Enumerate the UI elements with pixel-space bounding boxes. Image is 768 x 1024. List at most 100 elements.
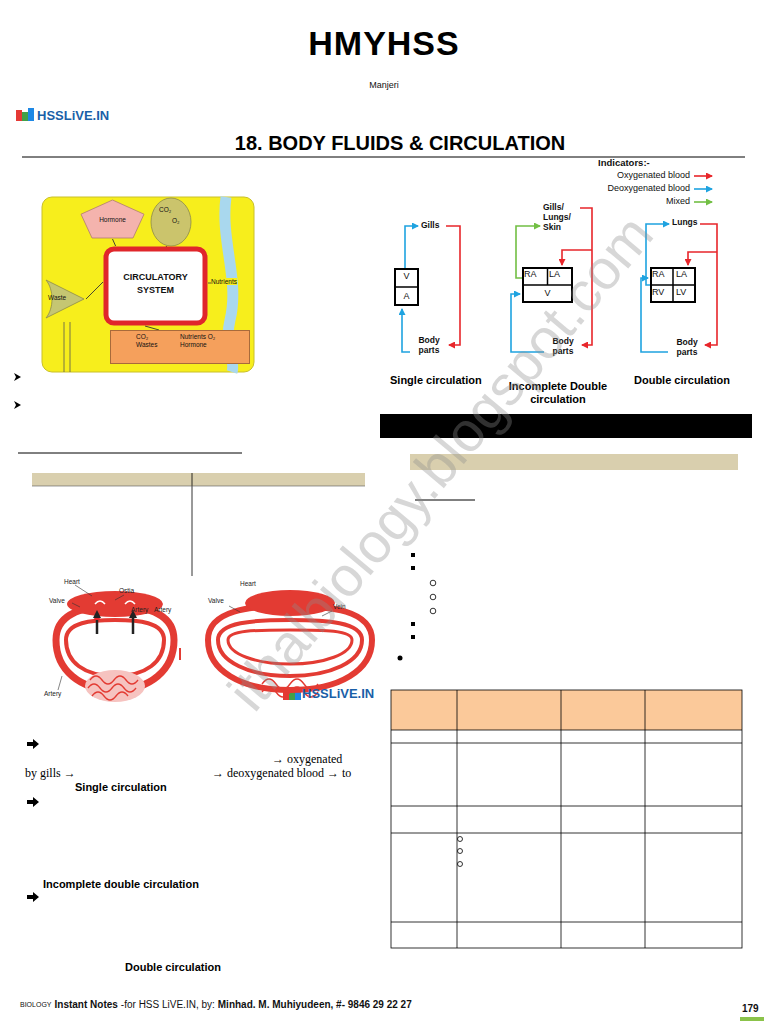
system-box: CIRCULATORY SYSTEM [103, 246, 208, 326]
part-label: Heart [240, 580, 256, 587]
incomplete-circulation-arrows-part [516, 226, 540, 278]
open-circulation-figure-part [66, 620, 164, 676]
open-circulation-figure [56, 585, 174, 702]
logo-icon-part [22, 112, 28, 121]
list-bullets-part [411, 553, 415, 557]
shape-part [672, 268, 674, 302]
node-text: Waste [48, 294, 66, 301]
page-title: HMYHSS [0, 24, 768, 63]
table-grid-part [457, 690, 458, 948]
node-text: Hormone [80, 216, 145, 223]
table-grid-part [391, 730, 742, 731]
list-circles-part [458, 837, 463, 842]
legend-heading: Indicators:- [598, 157, 650, 168]
list-circles-part [430, 580, 436, 586]
footer-text: Instant Notes [55, 999, 118, 1010]
footer-text: Minhad. M. Muhiyudeen, #- 9846 29 22 27 [218, 999, 412, 1010]
point-arrows-part [27, 739, 39, 749]
exchange-box: CO₂ WastesNutrients O₂ Hormone [110, 330, 250, 364]
place-name: Manjeri [0, 80, 768, 90]
table-grid-part [561, 690, 562, 948]
heart-box: RALARVLV [650, 267, 696, 303]
page-number: 179 [742, 1003, 759, 1014]
open-circulation-figure-part [67, 591, 163, 617]
shape-part [651, 268, 695, 302]
list-bullets-part [411, 635, 415, 639]
part-label: Valve [49, 597, 65, 604]
diagram-caption: Double circulation [634, 374, 730, 386]
part-label: Artery [154, 606, 171, 613]
legend-text: Deoxygenated blood [607, 183, 690, 193]
underline [18, 453, 242, 454]
point-arrows [27, 739, 39, 902]
table-grid-part [391, 690, 742, 948]
node-outline [150, 197, 192, 247]
node-text: CO₂ [159, 206, 171, 213]
connector-line [145, 326, 159, 330]
shape-part [81, 200, 144, 238]
organ-label: Gills [421, 220, 439, 230]
organ-label: Lungs [672, 217, 698, 227]
table-grid [391, 690, 742, 948]
gas-circle: CO₂O₂ [150, 197, 192, 247]
note-text: by gills → [25, 766, 76, 781]
single-circulation-arrows-part [402, 309, 410, 352]
bullet [14, 401, 21, 409]
footer-text: -for HSS LiVE.IN, by: [121, 999, 215, 1010]
panel [42, 197, 254, 372]
table-rule [32, 486, 365, 487]
open-circulation-figure-part [115, 595, 124, 600]
node-text: RA [652, 269, 665, 279]
part-label: Heart [64, 578, 80, 585]
table-header [32, 473, 365, 486]
double-circulation-arrows-part [700, 224, 717, 345]
part-label: Ostia [119, 587, 134, 594]
footer-text: BIOLOGY [20, 1001, 52, 1008]
double-circulation-arrows-part [688, 252, 717, 265]
table-grid-part [391, 922, 742, 923]
shape-part [106, 249, 205, 323]
logo-icon [16, 108, 34, 121]
single-circulation-arrows-part [446, 226, 460, 345]
part-label: Artery [44, 690, 61, 697]
list-circles-part [430, 594, 436, 600]
note-heading: Incomplete double circulation [43, 878, 199, 890]
table-header [391, 690, 742, 730]
list-bullets-part [411, 566, 415, 570]
table-divider [192, 473, 193, 576]
node-text: A [394, 291, 419, 301]
node-text: O₂ [172, 217, 180, 224]
double-circulation-arrows-part [641, 278, 668, 352]
organ-label: Body parts [411, 336, 447, 356]
part-label: Valve [208, 597, 224, 604]
shape-part [151, 198, 191, 246]
waste-duct [64, 322, 70, 372]
logo-text: HSSLiVE.IN [302, 686, 374, 701]
bullet [14, 373, 21, 381]
legend-arrow [694, 201, 712, 203]
connector-line [113, 239, 116, 246]
shape-part [111, 331, 250, 364]
node-text: LA [676, 269, 687, 279]
organ-label: Body parts [669, 338, 705, 358]
logo-icon-part [16, 110, 22, 121]
open-circulation-figure-part [85, 670, 145, 702]
open-circulation-figure-part [75, 585, 92, 596]
closed-circulation-figure-part [229, 606, 240, 612]
node-text: RA [524, 269, 537, 279]
node-text: Nutrients O₂ Hormone [180, 333, 222, 350]
connector-line [86, 282, 103, 299]
shape-part [395, 269, 418, 305]
open-circulation-figure-part [93, 610, 101, 618]
part-label: Nutrients [211, 278, 237, 285]
note-text: → deoxygenated blood → to [212, 766, 351, 781]
heart-box: VA [394, 268, 419, 306]
legend-text: Mixed [666, 196, 690, 206]
logo-text: HSSLiVE.IN [37, 108, 109, 123]
legend-arrow [694, 188, 712, 190]
single-circulation-arrows-part [405, 226, 418, 268]
table-grid-part [391, 806, 742, 807]
open-circulation-figure-part [72, 603, 80, 607]
waste-shape: Waste [44, 276, 86, 322]
